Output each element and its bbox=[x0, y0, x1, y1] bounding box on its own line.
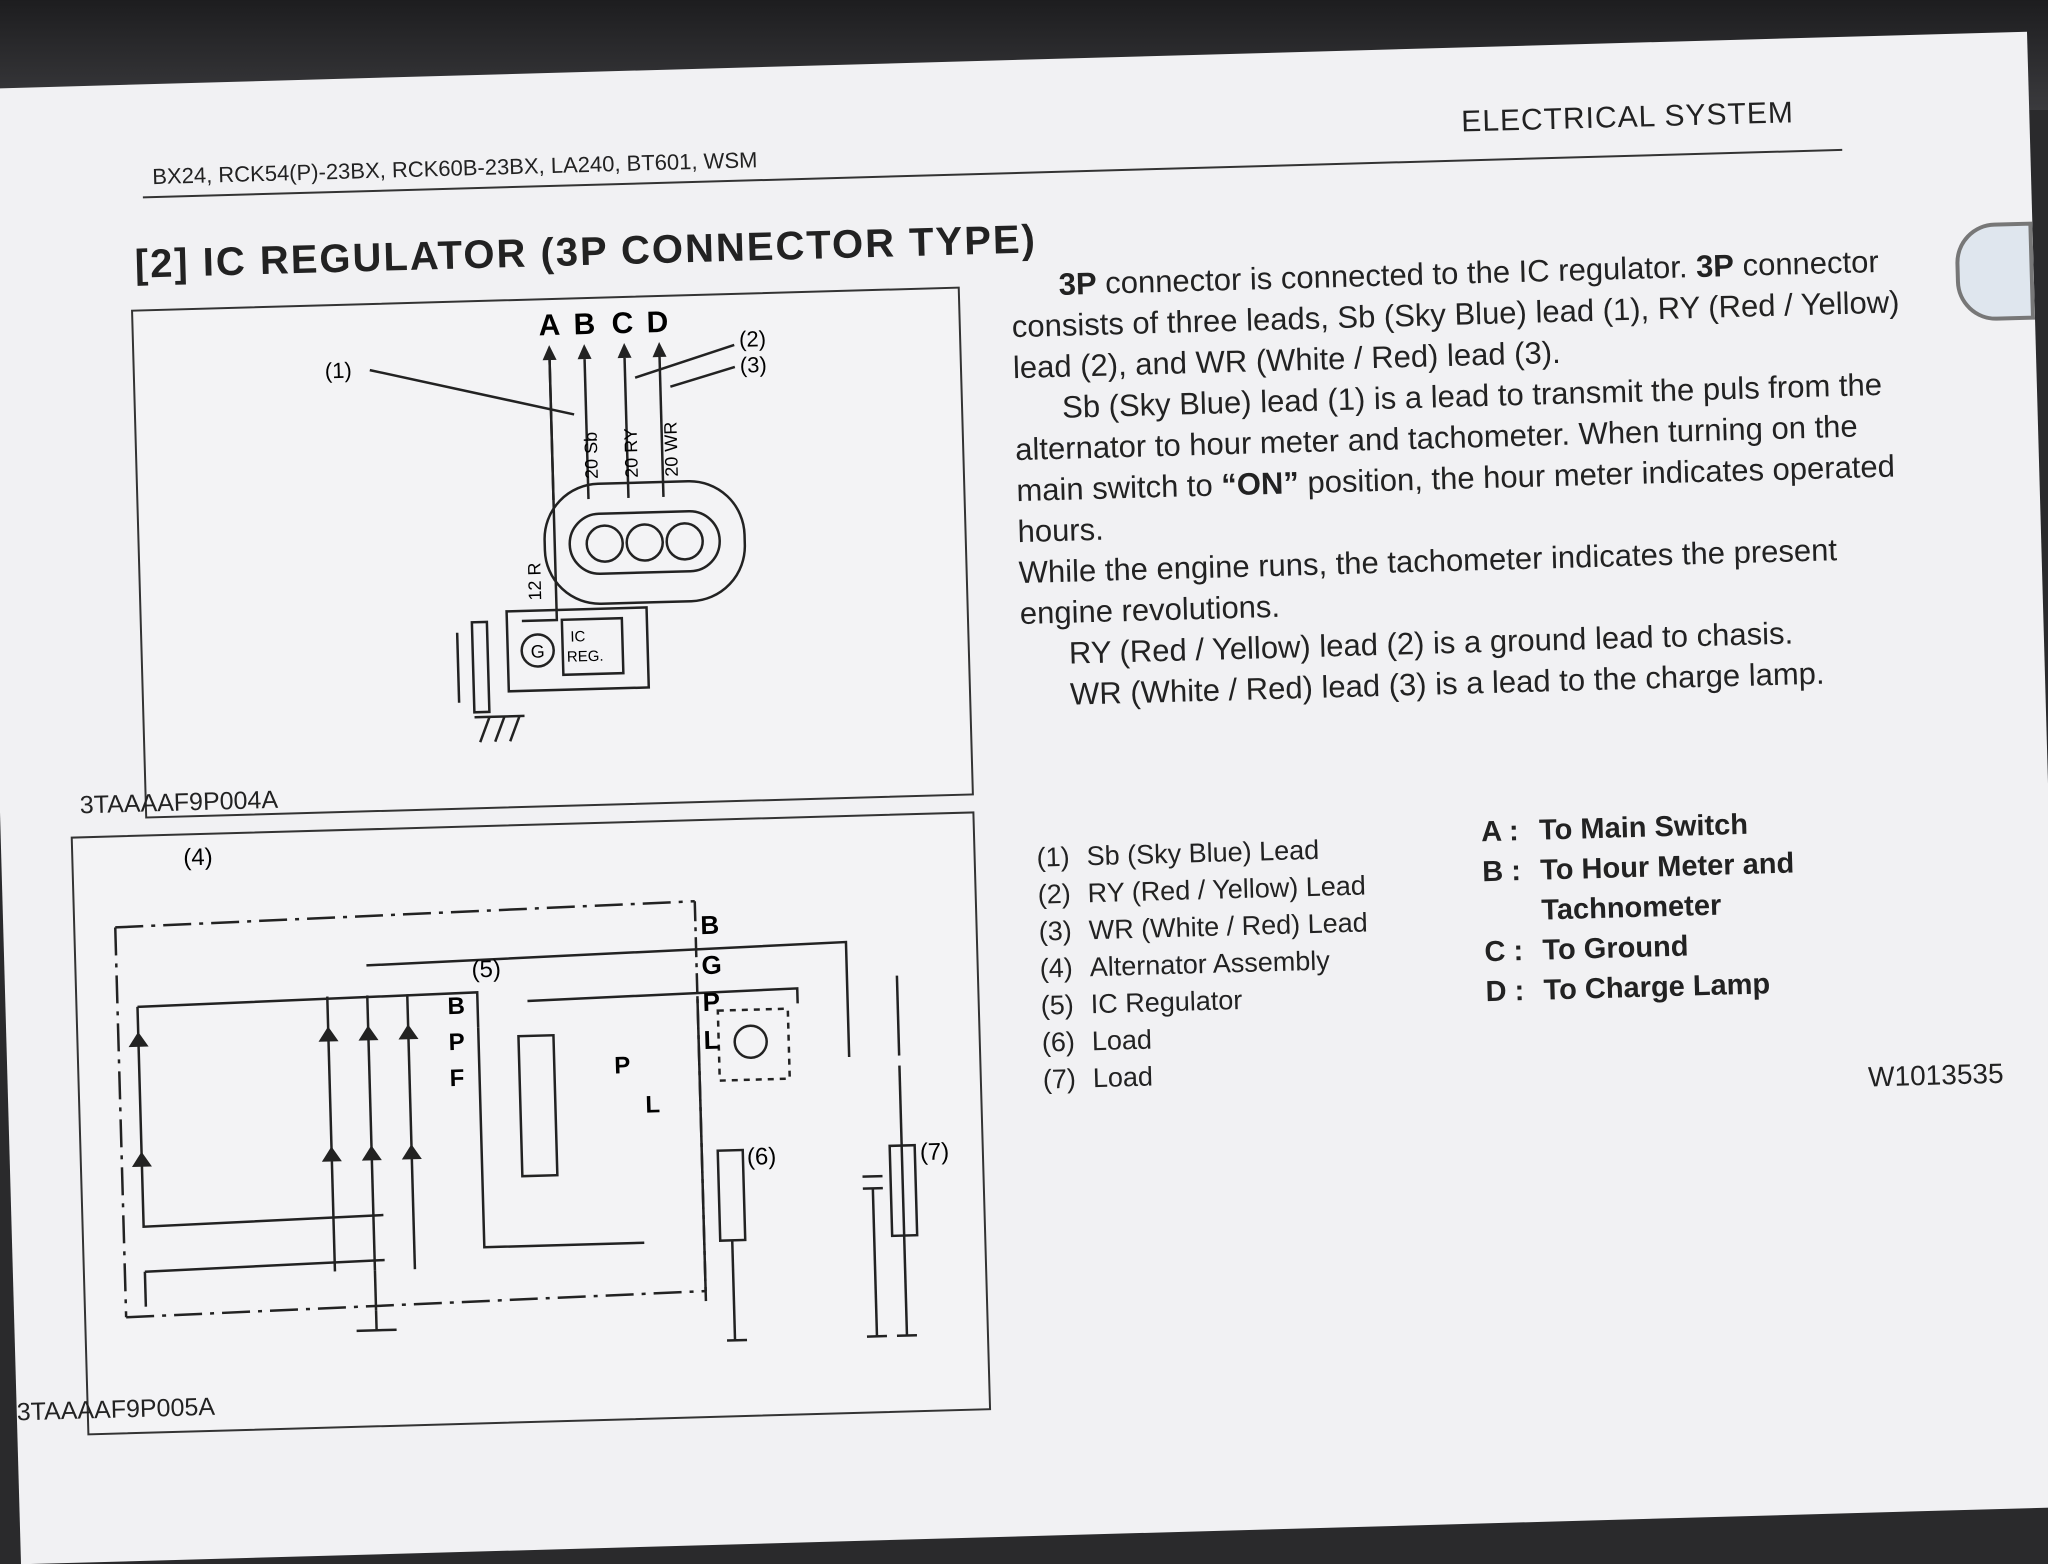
callout-6: (6) bbox=[747, 1143, 777, 1171]
terminal-f-in: F bbox=[449, 1065, 464, 1092]
connector-diagram: A B C D (1) (2) (3) 20 Sb 20 RY 20 WR 12… bbox=[324, 306, 767, 743]
legend-item: (7)Load bbox=[1042, 1061, 1154, 1095]
callout-7: (7) bbox=[919, 1138, 949, 1166]
callout-1: (1) bbox=[324, 358, 352, 384]
terminal-l-reg: L bbox=[645, 1091, 660, 1118]
reg-label: REG. bbox=[567, 648, 604, 666]
lettered-legend: A :To Main Switch B :To Hour Meter and T… bbox=[1481, 804, 1798, 1013]
terminal-b-in: B bbox=[447, 993, 465, 1020]
terminal-a-label: A bbox=[538, 309, 561, 343]
terminal-g-out: G bbox=[701, 950, 722, 981]
callout-4: (4) bbox=[183, 844, 213, 872]
header-section: ELECTRICAL SYSTEM bbox=[1460, 96, 1795, 139]
callout-2: (2) bbox=[739, 326, 767, 352]
section-title: [2] IC REGULATOR (3P CONNECTOR TYPE) bbox=[134, 217, 1038, 287]
manual-page: BX24, RCK54(P)-23BX, RCK60B-23BX, LA240,… bbox=[0, 31, 2048, 1564]
terminal-p-in: P bbox=[448, 1029, 465, 1056]
wire-ry-label: 20 RY bbox=[621, 428, 642, 478]
terminal-c-label: C bbox=[611, 307, 634, 341]
legend-letter-item: D :To Charge Lamp bbox=[1485, 968, 1771, 1009]
terminal-d-label: D bbox=[646, 306, 669, 340]
numbered-legend: (1)Sb (Sky Blue) Lead (2)RY (Red / Yello… bbox=[1036, 830, 1372, 1098]
terminal-b-label: B bbox=[573, 308, 596, 342]
figure2-code: 3TAAAAF9P005A bbox=[16, 1392, 216, 1427]
terminal-b-out: B bbox=[700, 910, 720, 941]
wire-r-label: 12 R bbox=[524, 562, 545, 601]
binder-ring bbox=[1954, 221, 2036, 322]
reference-code: W1013535 bbox=[1867, 1057, 2004, 1093]
callout-5: (5) bbox=[471, 956, 501, 984]
callout-3: (3) bbox=[739, 352, 767, 378]
terminal-p-out: P bbox=[702, 987, 720, 1017]
connector-figure: A B C D (1) (2) (3) 20 Sb 20 RY 20 WR 12… bbox=[131, 286, 974, 819]
terminal-p-reg: P bbox=[614, 1052, 631, 1079]
figure1-code: 3TAAAAF9P004A bbox=[79, 785, 279, 820]
generator-label: G bbox=[530, 641, 545, 661]
ic-label: IC bbox=[570, 628, 586, 645]
paragraph-2: Sb (Sky Blue) lead (1) is a lead to tran… bbox=[1014, 366, 1896, 550]
terminal-l-out: L bbox=[703, 1025, 720, 1055]
wire-wr-label: 20 WR bbox=[660, 421, 682, 477]
alternator-schematic: (4) (5) (6) (7) B G P L B P F P L bbox=[114, 844, 950, 1342]
schematic-figure: (4) (5) (6) (7) B G P L B P F P L bbox=[70, 811, 992, 1436]
description-text: 3P connector is connected to the IC regu… bbox=[1010, 240, 1922, 716]
wire-sb-label: 20 Sb bbox=[581, 432, 602, 480]
